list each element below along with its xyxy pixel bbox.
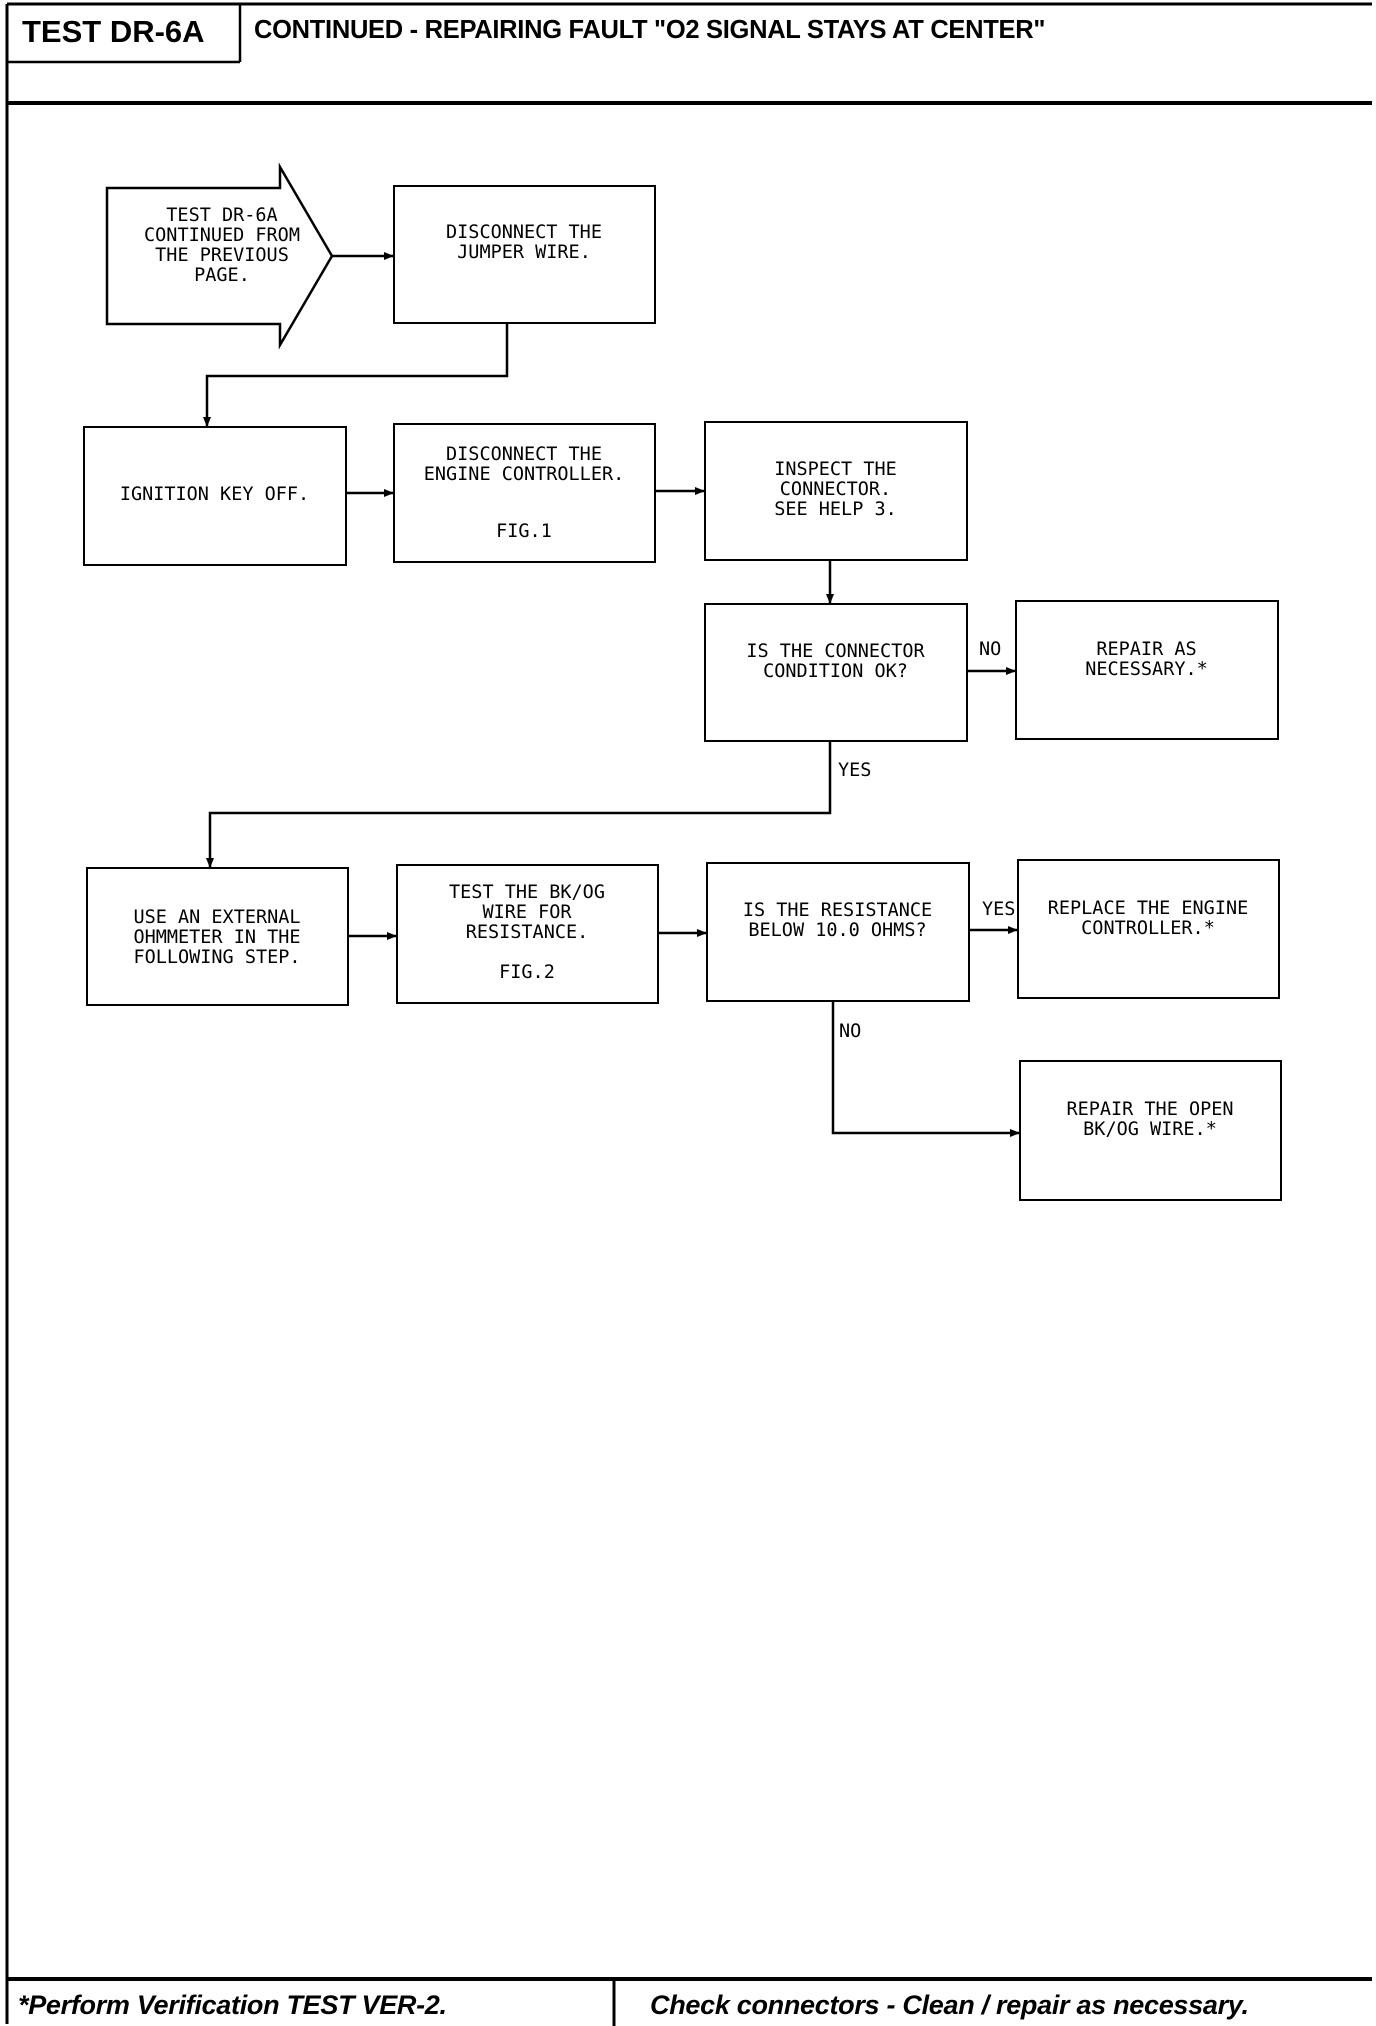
footer-connector-note: Check connectors - Clean / repair as nec… [650,1990,1249,2020]
start-step-text: TEST DR-6A CONTINUED FROM THE PREVIOUS P… [144,205,300,286]
step-use-ohmmeter-text: USE AN EXTERNAL OHMMETER IN THE FOLLOWIN… [133,907,301,968]
connector-lines [203,252,1020,1137]
step-replace-controller: REPLACE THE ENGINE CONTROLLER.* [1017,859,1280,999]
step-replace-controller-text: REPLACE THE ENGINE CONTROLLER.* [1047,898,1249,939]
branch-label-yes: YES [982,899,1016,920]
page-border [5,2,1372,2026]
step-repair-open-wire: REPAIR THE OPEN BK/OG WIRE.* [1019,1060,1282,1201]
decision-connector-ok-text: IS THE CONNECTOR CONDITION OK? [746,641,925,682]
branch-label-no: NO [979,639,1002,660]
step-inspect-connector: INSPECT THE CONNECTOR. SEE HELP 3. [704,421,968,561]
step-disconnect-controller-text: DISCONNECT THE ENGINE CONTROLLER. [423,444,625,485]
decision-resistance-text: IS THE RESISTANCE BELOW 10.0 OHMS? [742,900,933,941]
step-ignition-key-off-text: IGNITION KEY OFF. [119,484,310,505]
step-disconnect-jumper: DISCONNECT THE JUMPER WIRE. [393,185,656,324]
start-arrow-shape [105,162,334,350]
step-test-wire-text: TEST THE BK/OG WIRE FOR RESISTANCE. [449,882,605,943]
step-disconnect-controller-fig: FIG.1 [496,521,552,542]
decision-connector-ok: IS THE CONNECTOR CONDITION OK? [704,603,968,742]
step-ignition-key-off: IGNITION KEY OFF. [83,426,347,566]
step-repair-as-necessary-text: REPAIR AS NECESSARY.* [1085,639,1208,680]
step-repair-as-necessary: REPAIR AS NECESSARY.* [1015,600,1279,740]
test-id-label: TEST DR-6A [22,14,205,49]
decision-resistance: IS THE RESISTANCE BELOW 10.0 OHMS? [706,862,970,1002]
step-repair-open-wire-text: REPAIR THE OPEN BK/OG WIRE.* [1066,1099,1234,1140]
page-title: CONTINUED - REPAIRING FAULT "O2 SIGNAL S… [254,16,1046,44]
step-test-wire: TEST THE BK/OG WIRE FOR RESISTANCE. FIG.… [396,864,659,1004]
step-disconnect-controller: DISCONNECT THE ENGINE CONTROLLER. FIG.1 [393,423,656,563]
step-disconnect-jumper-text: DISCONNECT THE JUMPER WIRE. [446,222,602,263]
step-test-wire-fig: FIG.2 [499,962,555,983]
branch-label-no: NO [839,1021,862,1042]
step-use-ohmmeter: USE AN EXTERNAL OHMMETER IN THE FOLLOWIN… [86,867,349,1006]
step-inspect-connector-text: INSPECT THE CONNECTOR. SEE HELP 3. [774,459,897,520]
branch-label-yes: YES [838,760,872,781]
footer-verification-note: *Perform Verification TEST VER-2. [18,1990,447,2020]
